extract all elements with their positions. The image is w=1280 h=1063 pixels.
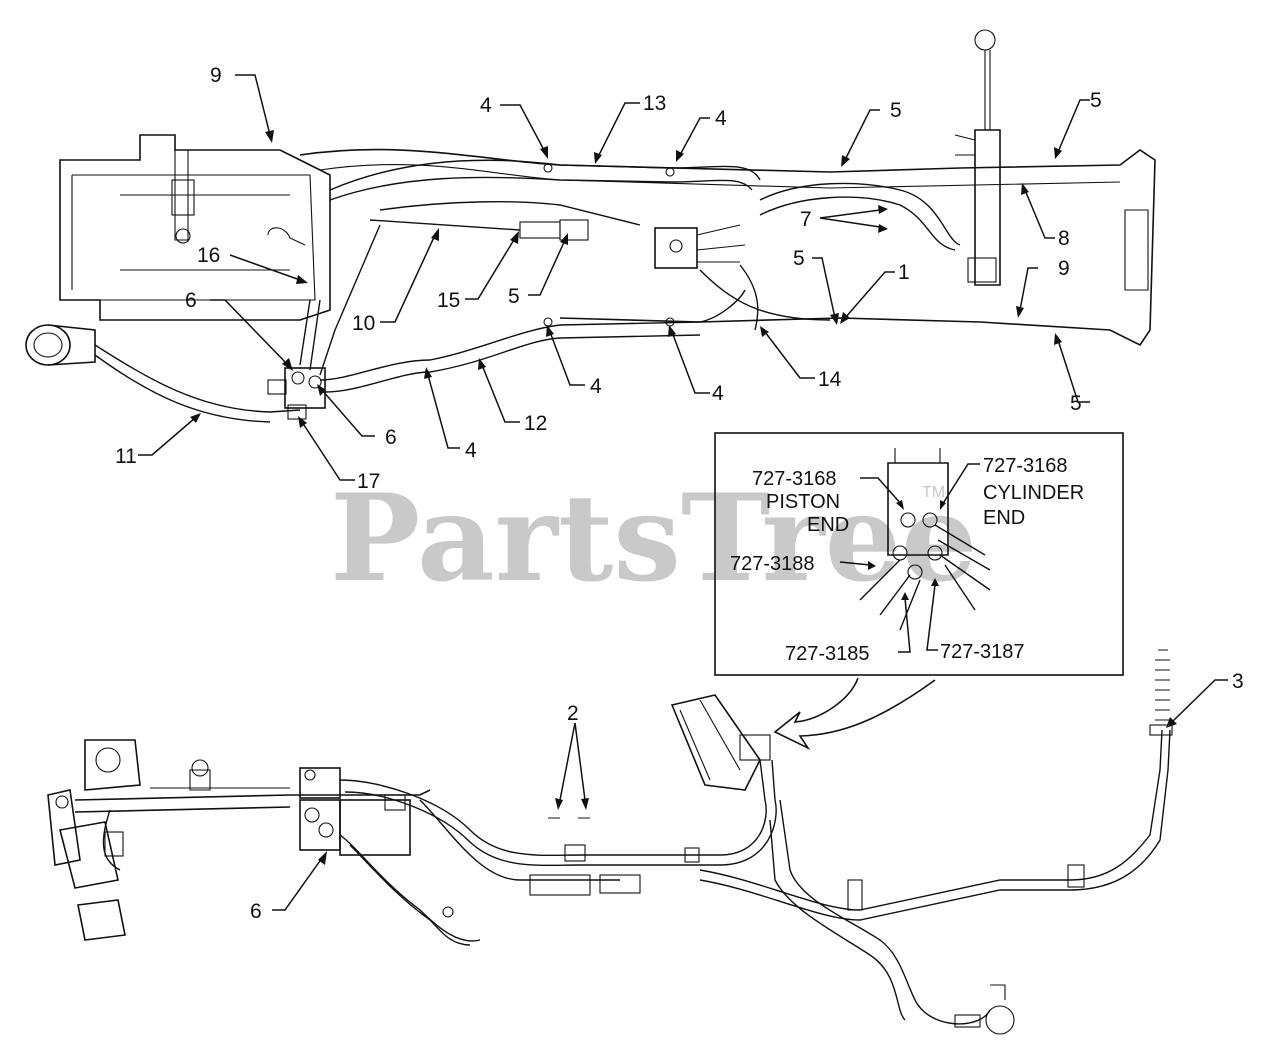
callout-5-top: 5 (890, 99, 902, 122)
callout-5-mid: 5 (793, 247, 805, 270)
callout-11: 11 (115, 445, 137, 468)
inset-detail: 727-3168 PISTON END 727-3168 CYLINDER EN… (714, 432, 1124, 751)
callout-5-lower-right: 5 (1070, 392, 1082, 415)
callout-4-lower-b: 4 (712, 382, 724, 405)
callout-6-upper: 6 (185, 289, 197, 312)
callout-14: 14 (818, 368, 842, 391)
callout-15: 15 (437, 289, 460, 312)
inset-cylinder-line2: END (983, 507, 1025, 529)
callout-2: 2 (567, 702, 579, 725)
callout-3: 3 (1232, 670, 1244, 693)
watermark-tm: TM (922, 484, 945, 501)
callout-7: 7 (800, 208, 812, 231)
callout-4-top-b: 4 (715, 107, 727, 130)
callout-12: 12 (524, 412, 547, 435)
callout-4-lower-a: 4 (590, 375, 602, 398)
inset-cylinder-part: 727-3168 (983, 455, 1068, 477)
inset-part-3187: 727-3187 (940, 641, 1025, 663)
callout-4-lower-left: 4 (465, 439, 477, 462)
callout-6-bottom: 6 (250, 900, 262, 923)
inset-piston-line2: END (807, 514, 849, 536)
callout-13: 13 (643, 92, 666, 115)
callout-16: 16 (197, 244, 220, 267)
inset-part-3188: 727-3188 (730, 553, 815, 575)
callout-10: 10 (352, 312, 375, 335)
callout-1: 1 (898, 261, 910, 284)
upper-assembly (25, 29, 1156, 423)
callout-8: 8 (1058, 227, 1070, 250)
callout-9-right: 9 (1058, 257, 1070, 280)
callout-6-lower: 6 (385, 426, 397, 449)
lower-assembly (47, 649, 1173, 1035)
inset-piston-part: 727-3168 (752, 468, 837, 490)
inset-part-3185: 727-3185 (785, 643, 870, 665)
callout-17: 17 (357, 470, 380, 493)
callout-leaders (138, 74, 1228, 911)
callout-5-lower-mid: 5 (508, 285, 520, 308)
inset-piston-line1: PISTON (766, 491, 840, 513)
callout-numbers: 9 4 13 4 5 5 7 8 9 5 1 16 6 10 15 5 14 4… (115, 64, 1244, 923)
callout-5-top-right: 5 (1090, 89, 1102, 112)
callout-4-top-a: 4 (480, 94, 492, 117)
watermark-text: PartsTree (330, 468, 977, 609)
watermark: PartsTree TM (330, 468, 977, 609)
callout-9-top: 9 (210, 64, 222, 87)
inset-cylinder-line1: CYLINDER (983, 482, 1084, 504)
